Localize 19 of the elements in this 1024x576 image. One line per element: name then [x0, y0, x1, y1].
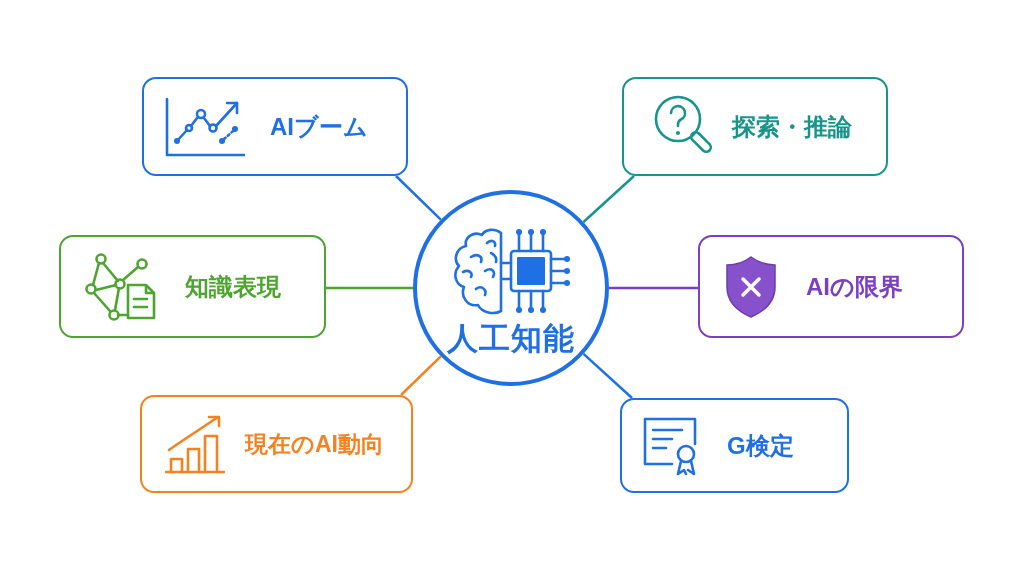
- connector-line: [326, 286, 413, 290]
- topic-label: 探索・推論: [732, 111, 852, 142]
- connector-line: [400, 355, 442, 396]
- topic-box: [620, 398, 849, 493]
- topic-label: AIの限界: [806, 271, 903, 302]
- topic-box: [698, 235, 964, 338]
- topic-box: [59, 235, 326, 338]
- topic-box: [140, 395, 413, 493]
- topic-label: 現在のAI動向: [245, 429, 384, 459]
- topic-label: AIブーム: [270, 111, 368, 142]
- topic-box: [142, 77, 408, 176]
- connector-line: [582, 353, 633, 399]
- hub-label: 人工知能: [447, 322, 575, 354]
- topic-label: 知識表現: [185, 271, 281, 302]
- topic-box: [622, 77, 888, 176]
- connector-line: [582, 175, 635, 223]
- connector-line: [395, 175, 442, 221]
- connector-line: [609, 286, 698, 290]
- topic-label: G検定: [727, 430, 794, 461]
